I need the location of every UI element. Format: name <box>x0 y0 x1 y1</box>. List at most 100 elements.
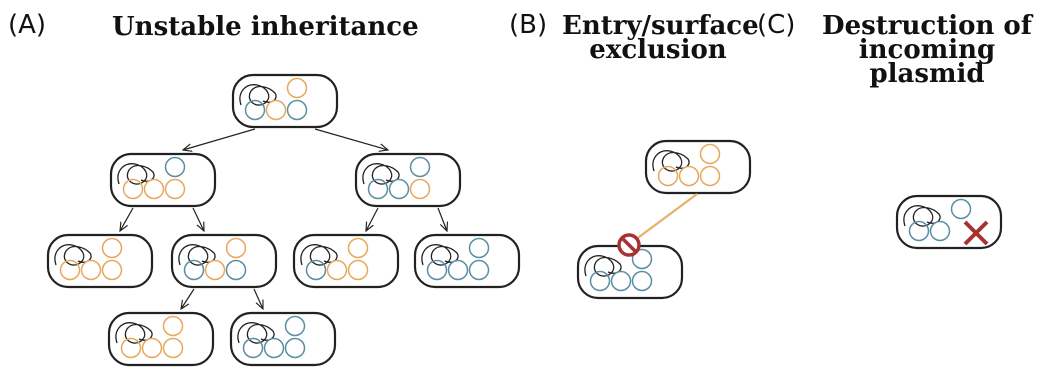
chromosome-icon <box>300 244 338 266</box>
plasmid-orange-icon <box>120 337 142 359</box>
cell-membrane <box>109 152 217 208</box>
plasmid-blue-icon <box>164 156 186 178</box>
lineage-arrow <box>192 207 204 231</box>
cell-membrane <box>107 311 215 367</box>
plasmid-orange-icon <box>101 259 123 281</box>
bacterial-cell <box>229 311 337 367</box>
destroy-x-stroke <box>963 220 989 246</box>
cell-membrane <box>229 311 337 367</box>
bacterial-cell <box>46 233 154 289</box>
chromosome-icon <box>115 322 153 344</box>
plasmid-blue-icon <box>284 315 306 337</box>
plasmid-blue-icon <box>589 270 611 292</box>
plasmid-orange-icon <box>699 143 721 165</box>
cell-membrane <box>354 152 462 208</box>
plasmid-blue-icon <box>950 198 972 220</box>
plasmid-blue-icon <box>367 178 389 200</box>
plasmid-blue-icon <box>286 99 308 121</box>
chromosome-icon <box>117 163 155 185</box>
plasmid-orange-icon <box>162 315 184 337</box>
bacterial-cell <box>231 73 339 129</box>
block-slash <box>620 236 638 254</box>
chromosome-icon <box>54 244 92 266</box>
plasmid-orange-icon <box>225 237 247 259</box>
plasmid-orange-icon <box>678 165 700 187</box>
lineage-arrow <box>437 207 447 231</box>
plasmid-blue-icon <box>468 259 490 281</box>
panel-c-title-line: plasmid <box>869 59 985 89</box>
panel-b-label: (B) <box>509 10 548 40</box>
panel-c-title-line: Destruction of <box>822 11 1032 41</box>
plasmid-orange-icon <box>141 337 163 359</box>
destroy-x-icon <box>963 220 989 246</box>
plasmid-blue-icon <box>468 237 490 259</box>
plasmid-blue-icon <box>225 259 247 281</box>
chromosome-icon <box>178 244 216 266</box>
bacterial-cell <box>107 311 215 367</box>
plasmid-blue-icon <box>244 99 266 121</box>
bacterial-cell <box>354 152 462 208</box>
plasmid-orange-icon <box>80 259 102 281</box>
plasmid-blue-icon <box>447 259 469 281</box>
chromosome-icon <box>903 205 941 227</box>
panel-c-title: Destruction of incoming plasmid <box>808 11 1043 89</box>
plasmid-orange-icon <box>143 178 165 200</box>
cell-membrane <box>231 73 339 129</box>
plasmid-blue-icon <box>426 259 448 281</box>
plasmid-blue-icon <box>183 259 205 281</box>
conjugation-bridge <box>630 193 698 244</box>
panel-c-label: (C) <box>757 10 796 40</box>
plasmid-orange-icon <box>347 259 369 281</box>
cell-membrane <box>644 139 752 195</box>
lineage-arrow <box>253 288 263 309</box>
plasmid-blue-icon <box>631 248 653 270</box>
cell-membrane <box>292 233 400 289</box>
plasmid-blue-icon <box>388 178 410 200</box>
chromosome-icon <box>237 322 275 344</box>
plasmid-blue-icon <box>929 220 951 242</box>
bacterial-cell <box>413 233 521 289</box>
bacterial-cell <box>644 139 752 195</box>
bacterial-cell <box>576 244 684 300</box>
plasmid-blue-icon <box>263 337 285 359</box>
plasmid-orange-icon <box>59 259 81 281</box>
plasmid-orange-icon <box>122 178 144 200</box>
plasmid-orange-icon <box>162 337 184 359</box>
lineage-arrow <box>181 288 195 309</box>
plasmid-blue-icon <box>610 270 632 292</box>
plasmid-orange-icon <box>657 165 679 187</box>
lineage-arrow <box>366 207 379 231</box>
plasmid-orange-icon <box>699 165 721 187</box>
panel-b-title: Entry/surface exclusion <box>562 11 759 63</box>
lineage-arrow <box>314 128 388 150</box>
bacterial-cell <box>292 233 400 289</box>
panel-c-title-line: incoming <box>858 35 996 65</box>
plasmid-orange-icon <box>347 237 369 259</box>
bacterial-cell <box>170 233 278 289</box>
plasmid-orange-icon <box>101 237 123 259</box>
cell-membrane <box>413 233 521 289</box>
plasmid-blue-icon <box>908 220 930 242</box>
panel-b-title-line: Entry/surface <box>562 11 759 41</box>
plasmid-orange-icon <box>286 77 308 99</box>
plasmid-orange-icon <box>164 178 186 200</box>
plasmid-blue-icon <box>305 259 327 281</box>
cell-membrane <box>170 233 278 289</box>
block-icon <box>617 233 641 257</box>
chromosome-icon <box>362 163 400 185</box>
plasmid-orange-icon <box>326 259 348 281</box>
plasmid-blue-icon <box>242 337 264 359</box>
overlay-layer <box>617 193 989 257</box>
plasmid-blue-icon <box>284 337 306 359</box>
chromosome-icon <box>421 244 459 266</box>
plasmid-blue-icon <box>631 270 653 292</box>
lineage-arrow <box>183 128 256 150</box>
chromosome-icon <box>584 255 622 277</box>
cell-membrane <box>46 233 154 289</box>
plasmid-orange-icon <box>204 259 226 281</box>
plasmid-orange-icon <box>409 178 431 200</box>
panel-a-title: Unstable inheritance <box>112 12 419 42</box>
panel-a-label: (A) <box>8 10 47 40</box>
